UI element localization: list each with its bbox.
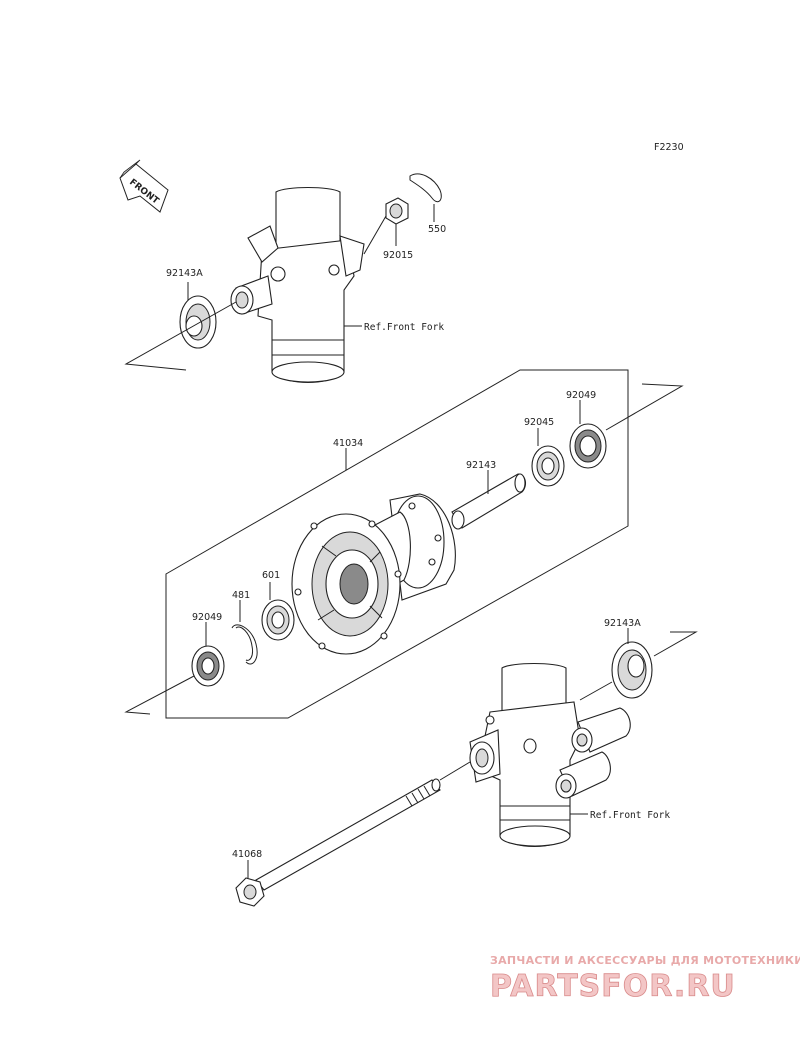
front-direction-arrow-icon: FRONT <box>119 159 169 213</box>
part-550-cotter-pin: 550 <box>409 173 446 235</box>
part-92143a-bottom-collar: 92143A <box>604 618 653 699</box>
label-550: 550 <box>428 224 446 235</box>
watermark-logo: ЗАПЧАСТИ И АКСЕССУАРЫ ДЛЯ МОТОТЕХНИКИ PA… <box>490 954 800 1004</box>
label-92143a-top: 92143A <box>166 268 203 279</box>
ref-front-fork-bottom: Ref.Front Fork <box>590 810 670 821</box>
label-92143a-bottom: 92143A <box>604 618 641 629</box>
part-92045-bearing: 92045 <box>524 417 565 487</box>
part-92143a-top-collar: 92143A <box>166 268 217 349</box>
label-601: 601 <box>262 570 280 581</box>
part-41034-hub <box>291 493 456 655</box>
ref-front-fork-top: Ref.Front Fork <box>364 322 444 333</box>
label-92045: 92045 <box>524 417 554 428</box>
part-92049-right-seal: 92049 <box>566 390 607 469</box>
watermark-logo-text: PARTSFOR.RU <box>490 969 736 1004</box>
label-92049-left: 92049 <box>192 612 222 623</box>
label-92015: 92015 <box>383 250 413 261</box>
label-41034: 41034 <box>333 438 363 449</box>
part-92143-spacer: 92143 <box>451 460 527 530</box>
part-601-bearing: 601 <box>261 570 295 641</box>
label-41068: 41068 <box>232 849 262 860</box>
hub-assembly-outline <box>165 369 629 719</box>
diagram-code: F2230 <box>654 142 684 153</box>
front-fork-bottom <box>469 663 631 848</box>
watermark-tagline: ЗАПЧАСТИ И АКСЕССУАРЫ ДЛЯ МОТОТЕХНИКИ <box>490 954 800 967</box>
part-41068-axle: 41068 <box>232 778 441 907</box>
part-92049-left-seal: 92049 <box>191 612 225 687</box>
part-481-circlip: 481 <box>231 590 258 665</box>
label-92143: 92143 <box>466 460 496 471</box>
front-fork-top <box>230 187 365 384</box>
part-92015-nut: 92015 <box>383 197 413 261</box>
label-92049-right: 92049 <box>566 390 596 401</box>
label-481: 481 <box>232 590 250 601</box>
